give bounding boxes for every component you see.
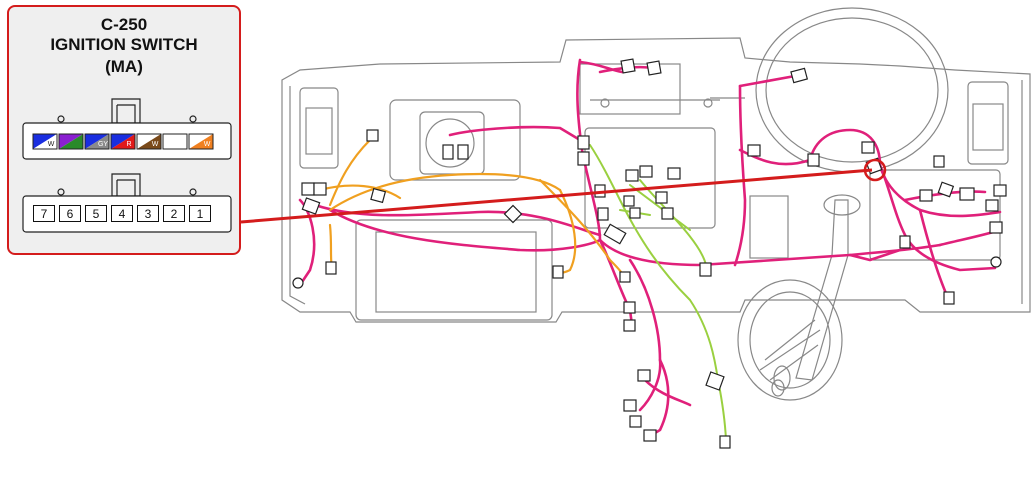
pin-number: 6 [59, 205, 81, 222]
callout-leader [240, 158, 887, 224]
wire-cell: W [136, 133, 162, 150]
wire-stripe-label: W [152, 141, 159, 148]
wire-stripe-label: W [48, 141, 55, 148]
connector-variant: (MA) [105, 57, 143, 76]
wire-cell: GY [84, 133, 110, 150]
connector-name: IGNITION SWITCH [50, 35, 198, 54]
connector-code: C-250 [100, 15, 148, 34]
wire-cell: W [188, 133, 214, 150]
pin-number: 7 [33, 205, 55, 222]
connector-wire-face: W GY R W W [22, 98, 232, 160]
pin-number: 3 [137, 205, 159, 222]
connectors [292, 58, 1007, 449]
wire-cell: R [110, 133, 136, 150]
wire-cell: W [32, 133, 58, 150]
pin-number: 2 [163, 205, 185, 222]
pin-number: 4 [111, 205, 133, 222]
pin-number: 1 [189, 205, 211, 222]
wire-stripe-label: GY [98, 141, 108, 148]
wire-color-cells: W GY R W W [32, 133, 214, 150]
pin-number: 5 [85, 205, 107, 222]
wire-stripe-label: W [204, 141, 211, 148]
connector-callout: C-250 IGNITION SWITCH (MA) W GY R W W [7, 5, 241, 255]
wire-cell [162, 133, 188, 150]
harness-tertiary [589, 144, 727, 441]
wire-stripe-label: R [126, 141, 131, 148]
wire-cell [58, 133, 84, 150]
dashboard-outline [281, 7, 1031, 401]
